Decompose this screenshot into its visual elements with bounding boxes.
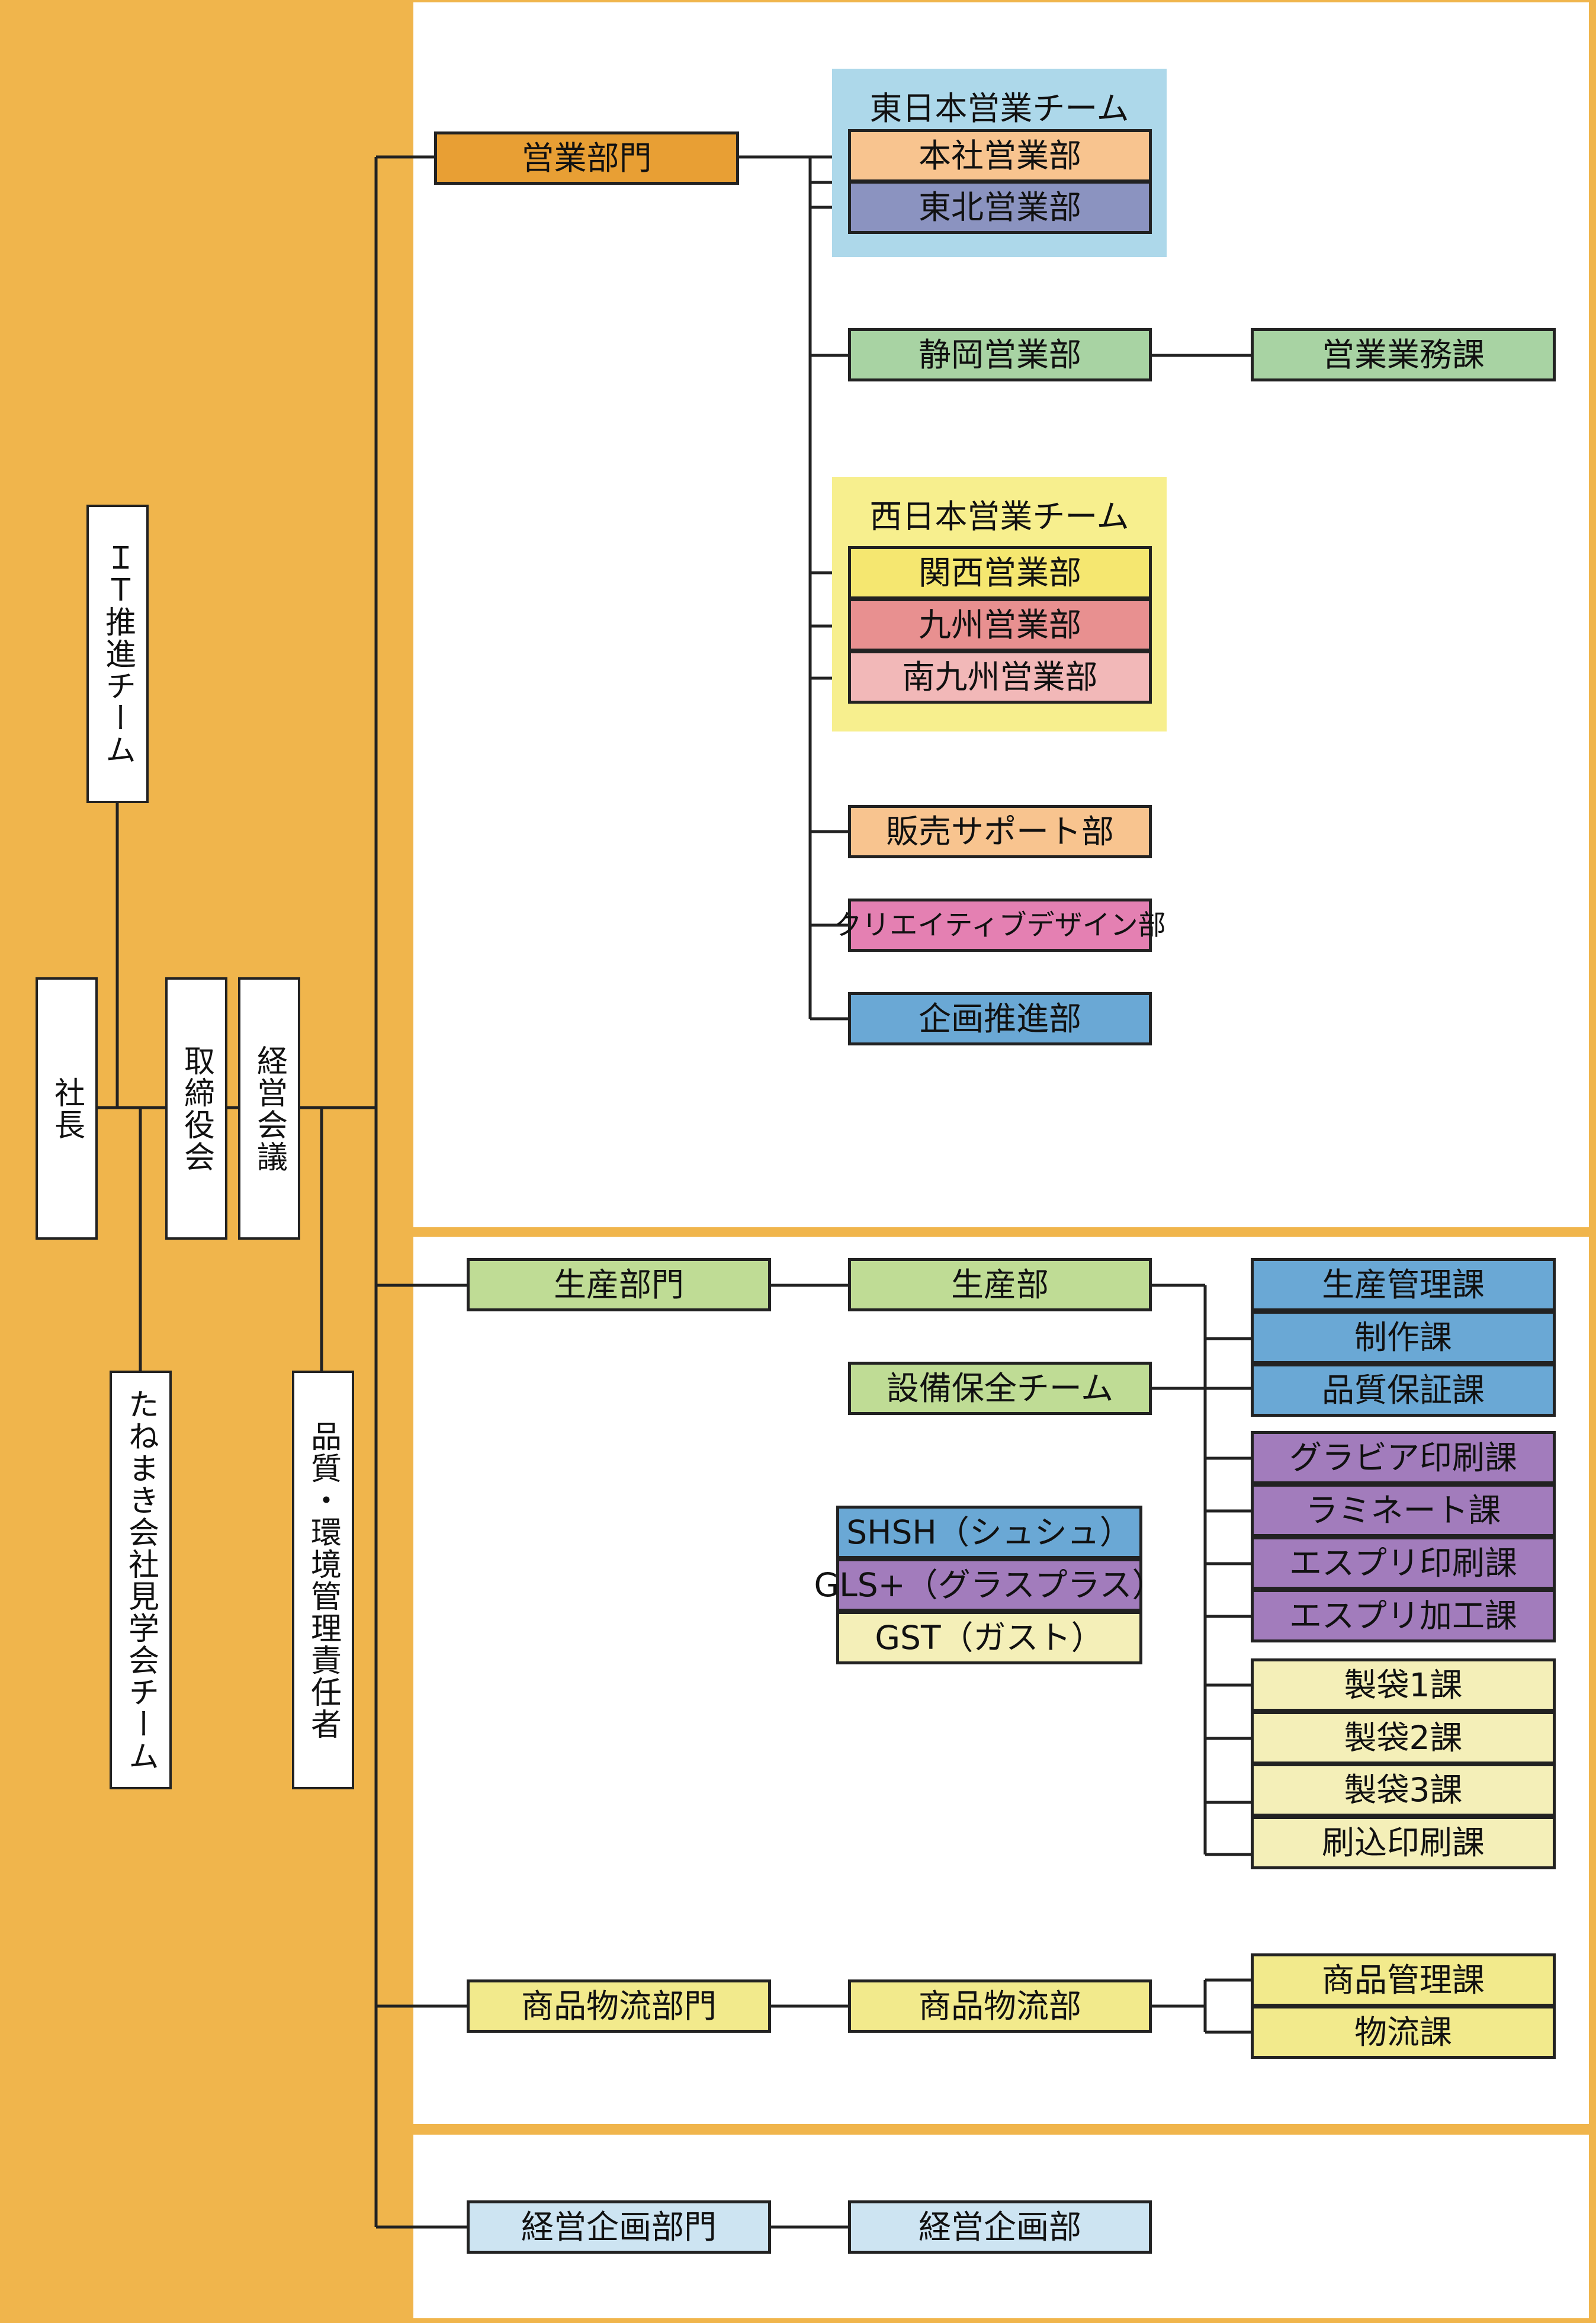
east-team-title: 東日本営業チーム (869, 89, 1129, 127)
gls-group-box[interactable]: GLS+（グラスプラス） (814, 1558, 1165, 1612)
logistics-dept-box[interactable]: 商品物流部 (848, 1979, 1152, 2033)
laminate-section[interactable]: ラミネート課 (1251, 1484, 1556, 1537)
production-section[interactable]: 制作課 (1251, 1311, 1556, 1364)
bag-making-2-section[interactable]: 製袋2課 (1251, 1711, 1556, 1764)
creative-design-box[interactable]: クリエイティブデザイン部 (834, 899, 1166, 952)
kansai-sales-box[interactable]: 関西営業部 (848, 546, 1152, 599)
shsh-group-box[interactable]: SHSH（シュシュ） (836, 1506, 1142, 1559)
kyushu-sales-box[interactable]: 九州営業部 (848, 598, 1152, 652)
shizuoka-sales-box[interactable]: 静岡営業部 (848, 328, 1152, 381)
corporate-planning-division-box[interactable]: 経営企画部門 (467, 2200, 771, 2254)
quality-env-manager-box[interactable]: 品質・環境管理責任者 (292, 1371, 354, 1789)
gravure-printing-section[interactable]: グラビア印刷課 (1251, 1431, 1556, 1484)
president-box[interactable]: 社長 (36, 977, 98, 1240)
sales-division-box[interactable]: 営業部門 (434, 131, 739, 185)
logistics-section[interactable]: 物流課 (1251, 2006, 1556, 2059)
tohoku-sales-box[interactable]: 東北営業部 (848, 181, 1152, 234)
minami-kyushu-sales-box[interactable]: 南九州営業部 (848, 650, 1152, 704)
quality-assurance-section[interactable]: 品質保証課 (1251, 1363, 1556, 1417)
sales-affairs-box[interactable]: 営業業務課 (1251, 328, 1556, 381)
bag-making-3-section[interactable]: 製袋3課 (1251, 1763, 1556, 1817)
it-team-box[interactable]: ＩＴ推進チーム (86, 505, 149, 803)
bag-making-1-section[interactable]: 製袋1課 (1251, 1658, 1556, 1712)
maintenance-team-box[interactable]: 設備保全チーム (848, 1362, 1152, 1415)
planning-promotion-box[interactable]: 企画推進部 (848, 992, 1152, 1045)
esprit-processing-section[interactable]: エスプリ加工課 (1251, 1589, 1556, 1642)
production-control-section[interactable]: 生産管理課 (1251, 1258, 1556, 1311)
logistics-division-box[interactable]: 商品物流部門 (467, 1979, 771, 2033)
imprint-printing-section[interactable]: 刷込印刷課 (1251, 1816, 1556, 1869)
management-meeting-box[interactable]: 経営会議 (238, 977, 300, 1240)
tour-team-box[interactable]: たねまき会社見学会チーム (110, 1371, 172, 1789)
corporate-planning-dept-box[interactable]: 経営企画部 (848, 2200, 1152, 2254)
honsha-sales-box[interactable]: 本社営業部 (848, 129, 1152, 182)
production-division-box[interactable]: 生産部門 (467, 1258, 771, 1311)
esprit-printing-section[interactable]: エスプリ印刷課 (1251, 1536, 1556, 1590)
west-team-title: 西日本営業チーム (869, 498, 1129, 535)
production-dept-box[interactable]: 生産部 (848, 1258, 1152, 1311)
board-box[interactable]: 取締役会 (165, 977, 227, 1240)
product-management-section[interactable]: 商品管理課 (1251, 1953, 1556, 2007)
gst-group-box[interactable]: GST（ガスト） (836, 1611, 1142, 1664)
sales-support-box[interactable]: 販売サポート部 (848, 805, 1152, 858)
